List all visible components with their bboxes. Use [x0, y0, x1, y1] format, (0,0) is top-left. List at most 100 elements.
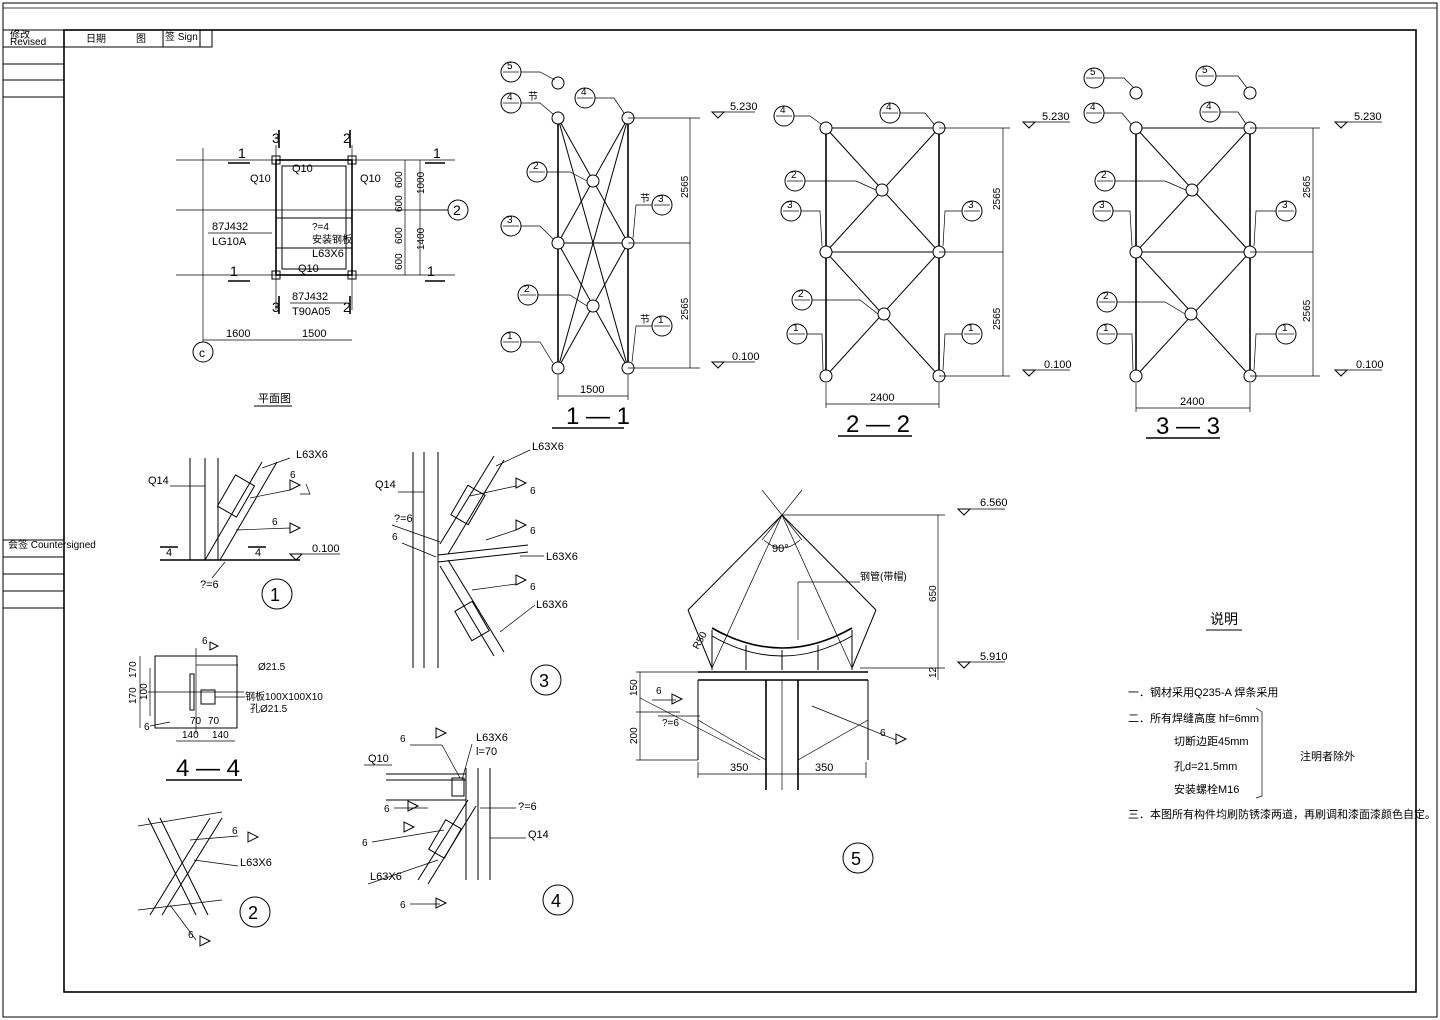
svg-text:2400: 2400 [1180, 396, 1204, 408]
svg-text:3: 3 [787, 200, 793, 211]
svg-text:1: 1 [433, 145, 441, 161]
svg-text:100: 100 [139, 683, 150, 700]
svg-text:6: 6 [232, 826, 238, 837]
svg-text:3: 3 [539, 671, 549, 691]
svg-text:安装螺栓M16: 安装螺栓M16 [1174, 782, 1239, 796]
svg-text:L63X6: L63X6 [296, 449, 328, 461]
svg-text:L63X6: L63X6 [546, 551, 578, 563]
svg-text:Q10: Q10 [368, 753, 389, 765]
svg-text:150: 150 [629, 679, 640, 696]
svg-text:节: 节 [640, 314, 650, 326]
svg-text:节: 节 [528, 91, 538, 103]
svg-text:4: 4 [507, 92, 513, 103]
svg-text:6: 6 [530, 526, 536, 537]
svg-text:Q10: Q10 [360, 173, 381, 185]
svg-text:?=6: ?=6 [518, 801, 537, 813]
svg-text:0.100: 0.100 [1356, 359, 1384, 371]
svg-text:Q14: Q14 [148, 475, 169, 487]
svg-text:2565: 2565 [1302, 299, 1313, 322]
svg-text:?=4: ?=4 [312, 222, 329, 233]
svg-text:170: 170 [128, 687, 139, 704]
grid-bubble-c [192, 341, 214, 363]
svg-text:6: 6 [400, 734, 406, 745]
svg-text:6: 6 [202, 636, 208, 647]
svg-text:1: 1 [658, 315, 664, 326]
svg-text:4: 4 [1206, 101, 1212, 112]
countersigned-label: 会签 Countersigned [8, 538, 96, 551]
svg-text:L63X6: L63X6 [370, 871, 402, 883]
section-label-1-1: 1 — 1 [566, 403, 630, 430]
svg-text:5: 5 [1090, 67, 1096, 78]
svg-text:三．本图所有构件均刷防锈漆两道，再刷调和漆面漆颜色自定。: 三．本图所有构件均刷防锈漆两道，再刷调和漆面漆颜色自定。 [1128, 807, 1436, 821]
notes-block: 说明 一．钢材采用Q235-A 焊条采用 二．所有焊缝高度 hf=6mm 切断边… [1128, 611, 1436, 821]
revised-cn: 修改 [10, 28, 30, 41]
svg-text:4: 4 [166, 547, 172, 559]
svg-text:2: 2 [343, 299, 351, 315]
svg-text:170: 170 [128, 661, 139, 678]
svg-text:5: 5 [1202, 65, 1208, 76]
section-label-4-4: 4 — 4 [176, 755, 240, 782]
svg-text:注明者除外: 注明者除外 [1300, 749, 1355, 763]
svg-text:l=70: l=70 [476, 746, 497, 758]
svg-text:一．钢材采用Q235-A 焊条采用: 一．钢材采用Q235-A 焊条采用 [1128, 685, 1278, 699]
svg-text:孔d=21.5mm: 孔d=21.5mm [1174, 760, 1237, 773]
svg-text:2: 2 [1101, 170, 1107, 181]
svg-text:140: 140 [212, 730, 229, 741]
svg-text:3: 3 [968, 200, 974, 211]
svg-text:钢板100X100X10: 钢板100X100X10 [245, 690, 323, 703]
svg-text:2: 2 [524, 284, 530, 295]
elevation-2-2: 2565 2565 5.230 0.100 2400 2 — 2 4 4 2 3… [773, 102, 1072, 438]
svg-text:1: 1 [507, 331, 513, 342]
detail-4: Q10 6 L63X6 l=70 6 ?=6 6 Q14 L63X6 6 4 [362, 727, 574, 916]
svg-text:5.230: 5.230 [730, 101, 758, 113]
detail-1: Q14 L63X6 6 6 4 4 0.100 ?=6 1 [148, 449, 340, 610]
svg-text:Q10: Q10 [250, 173, 271, 185]
svg-text:2: 2 [798, 289, 804, 300]
svg-text:350: 350 [730, 762, 748, 774]
svg-text:孔Ø21.5: 孔Ø21.5 [250, 703, 288, 715]
svg-text:0.100: 0.100 [732, 351, 760, 363]
svg-text:6: 6 [272, 517, 278, 528]
svg-text:3: 3 [1282, 200, 1288, 211]
svg-text:L63X6: L63X6 [536, 599, 568, 611]
section-label-3-3: 3 — 3 [1156, 413, 1220, 440]
title-block: 修改 Revised 会签 Countersigned 日期 图 签 Sign [3, 28, 213, 609]
svg-text:节: 节 [640, 193, 650, 205]
svg-text:6: 6 [362, 838, 368, 849]
svg-text:Ø21.5: Ø21.5 [258, 662, 286, 673]
svg-text:70: 70 [190, 716, 202, 727]
svg-text:1: 1 [427, 263, 435, 279]
svg-text:Q10: Q10 [298, 263, 319, 275]
svg-text:140: 140 [182, 730, 199, 741]
svg-text:2400: 2400 [870, 392, 894, 404]
section-label-2-2: 2 — 2 [846, 411, 910, 438]
svg-text:600: 600 [394, 227, 405, 244]
svg-text:L63X6: L63X6 [532, 441, 564, 453]
svg-text:L63X6: L63X6 [240, 857, 272, 869]
svg-text:5.910: 5.910 [980, 651, 1008, 663]
svg-text:Q14: Q14 [375, 479, 396, 491]
svg-text:600: 600 [394, 171, 405, 188]
svg-text:安装钢板: 安装钢板 [312, 233, 352, 246]
plan-caption: 平面图 [258, 392, 291, 405]
id-col: 图 [136, 33, 146, 45]
svg-text:12: 12 [928, 666, 939, 678]
svg-text:?=6: ?=6 [662, 718, 679, 729]
svg-text:200: 200 [629, 727, 640, 744]
svg-text:70: 70 [208, 716, 220, 727]
svg-text:1: 1 [1282, 323, 1288, 334]
detail-2: 6 L63X6 6 2 [137, 811, 272, 947]
svg-text:650: 650 [928, 585, 939, 602]
svg-text:1: 1 [968, 323, 974, 334]
svg-text:6: 6 [880, 728, 886, 739]
svg-text:2565: 2565 [1302, 175, 1313, 198]
svg-text:L63X6: L63X6 [312, 248, 344, 260]
svg-text:2: 2 [343, 130, 351, 146]
svg-text:2: 2 [248, 903, 258, 923]
svg-text:二．所有焊缝高度 hf=6mm: 二．所有焊缝高度 hf=6mm [1128, 711, 1259, 725]
svg-text:1: 1 [230, 263, 238, 279]
svg-text:2565: 2565 [680, 175, 691, 198]
svg-text:4: 4 [551, 891, 561, 911]
